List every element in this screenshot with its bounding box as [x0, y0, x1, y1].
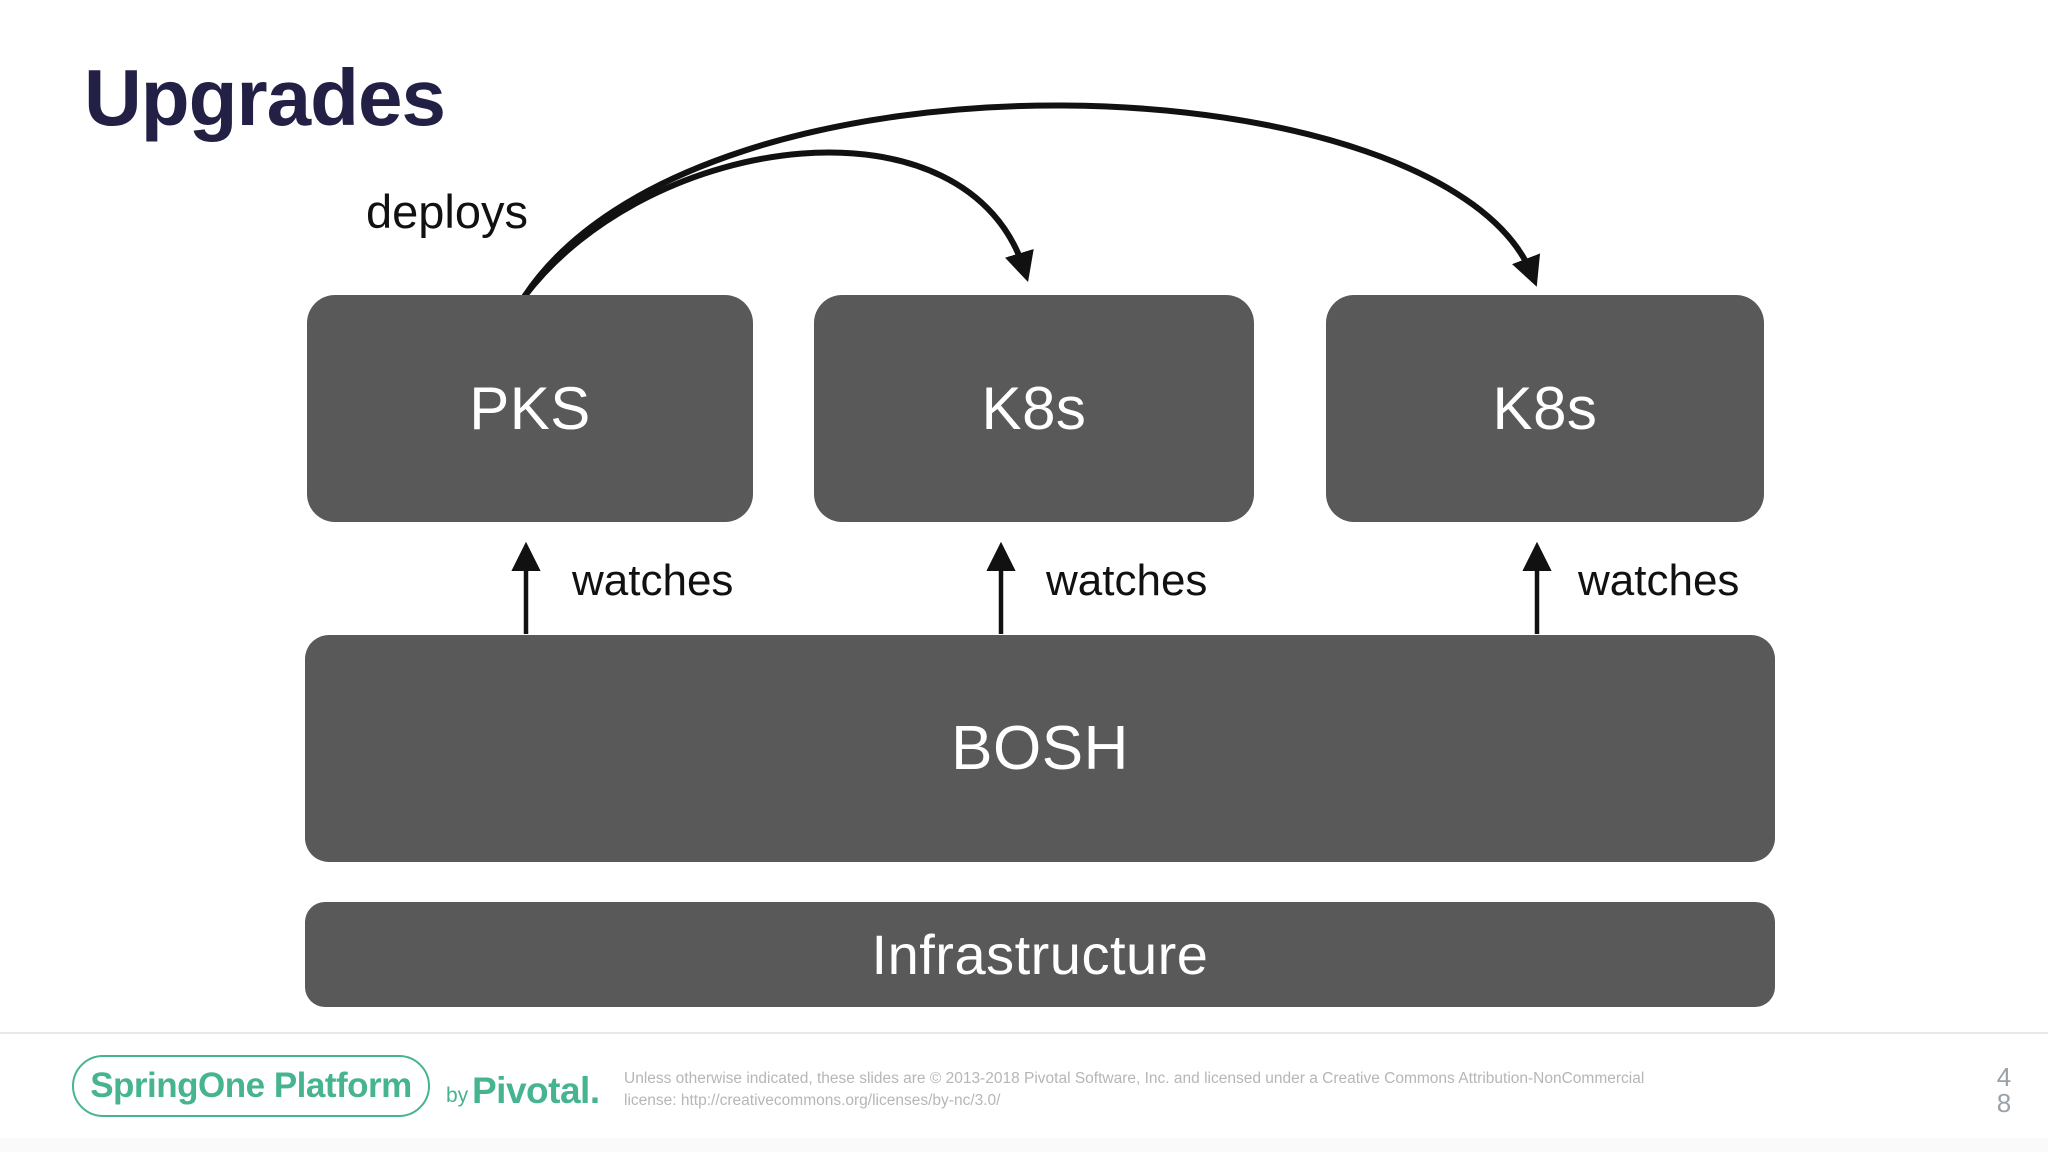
springone-platform-logo: SpringOne Platform — [72, 1055, 430, 1117]
watches-label-1: watches — [572, 556, 734, 605]
page-title: Upgrades — [84, 53, 446, 142]
deploys-arc-to-middle-k8s-icon — [521, 149, 1034, 299]
footer-divider — [0, 1032, 2048, 1034]
license-line-1: Unless otherwise indicated, these slides… — [624, 1070, 1645, 1087]
springone-platform-logo-text: SpringOne Platform — [90, 1066, 412, 1105]
license-text: Unless otherwise indicated, these slides… — [624, 1068, 1644, 1112]
page-number-bottom: 8 — [1996, 1088, 2012, 1118]
k8s-middle-box-label: K8s — [981, 375, 1087, 442]
by-label: by — [446, 1084, 469, 1107]
k8s-middle-box: K8s — [814, 295, 1254, 522]
k8s-right-box-label: K8s — [1492, 375, 1598, 442]
page-number-top: 4 — [1996, 1062, 2012, 1092]
watches-label-2: watches — [1046, 556, 1208, 605]
k8s-right-box: K8s — [1326, 295, 1764, 522]
infrastructure-box-label: Infrastructure — [871, 923, 1209, 986]
infrastructure-box: Infrastructure — [305, 902, 1775, 1007]
bottom-strip — [0, 1138, 2048, 1152]
pks-box-label: PKS — [469, 375, 591, 442]
bosh-box-label: BOSH — [951, 714, 1129, 783]
deploys-arc-to-right-k8s-icon — [521, 102, 1540, 299]
bosh-box: BOSH — [305, 635, 1775, 862]
deploys-label: deploys — [366, 185, 528, 238]
pks-box: PKS — [307, 295, 753, 522]
watches-label-3: watches — [1578, 556, 1740, 605]
pivotal-wordmark: Pivotal. — [472, 1070, 600, 1111]
license-line-2: license: http://creativecommons.org/lice… — [624, 1092, 1001, 1109]
